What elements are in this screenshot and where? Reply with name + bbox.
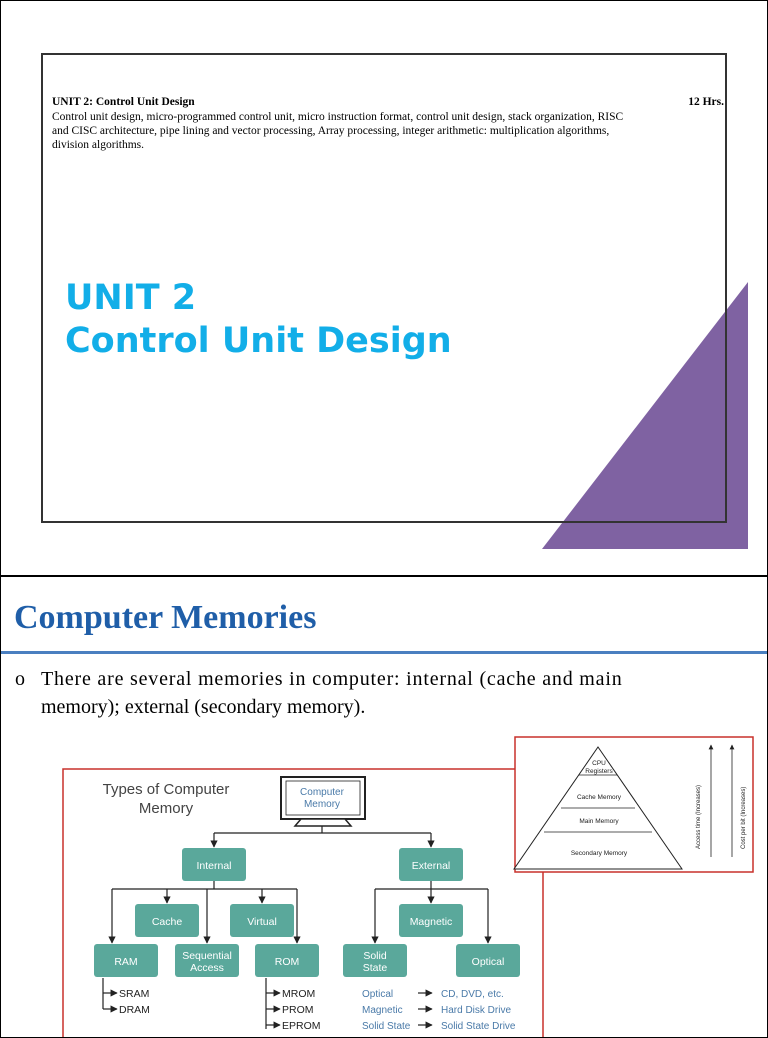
memory-hierarchy-pyramid: CPU Registers Cache Memory Main Memory S… xyxy=(513,736,754,873)
syllabus-heading-text: UNIT 2: Control Unit Design xyxy=(52,96,195,108)
syllabus-body: Control unit design, micro-programmed co… xyxy=(52,110,724,152)
node-cache-label: Cache xyxy=(152,916,183,928)
example-type: Magnetic xyxy=(362,1005,403,1016)
node-virtual xyxy=(230,904,294,937)
node-sequential-access xyxy=(175,944,239,977)
rom-child: PROM xyxy=(282,1004,314,1016)
access-time-label: Access time (Increases) xyxy=(696,785,702,849)
node-solid-label-line2: State xyxy=(363,962,388,974)
node-optical-label: Optical xyxy=(472,956,505,968)
bullet-text: There are several memories in computer: … xyxy=(41,665,741,721)
bullet-line: There are several memories in computer: … xyxy=(41,668,623,690)
slide-computer-memories: Computer Memories o There are several me… xyxy=(0,576,768,1038)
title-underline xyxy=(1,651,767,654)
pyramid-level-cache: Cache Memory xyxy=(577,794,622,801)
rom-child: EPROM xyxy=(282,1020,321,1032)
tree-connectors xyxy=(102,826,492,1029)
bullet-line: memory); external (secondary memory). xyxy=(41,696,366,718)
node-internal xyxy=(182,848,246,881)
node-magnetic-label: Magnetic xyxy=(410,916,453,928)
pyramid-level-secondary: Secondary Memory xyxy=(571,850,628,857)
unit-title-line1: UNIT 2 xyxy=(65,278,197,318)
node-rom xyxy=(255,944,319,977)
node-ram xyxy=(94,944,158,977)
pyramid-level-registers: Registers xyxy=(585,768,613,775)
example-device: CD, DVD, etc. xyxy=(441,989,504,1000)
slide-title: Computer Memories xyxy=(14,599,317,636)
diagram-heading-line1: Types of Computer xyxy=(103,781,230,798)
purple-triangle-decoration xyxy=(542,282,748,549)
example-device: Solid State Drive xyxy=(441,1021,516,1032)
root-node-line1: Computer xyxy=(300,787,345,798)
cost-per-bit-label: Cost per bit (Increases) xyxy=(741,787,747,849)
node-optical xyxy=(456,944,520,977)
root-node-line2: Memory xyxy=(304,799,340,810)
node-virtual-label: Virtual xyxy=(247,916,277,928)
pyramid-level-main: Main Memory xyxy=(579,818,619,825)
syllabus-heading: UNIT 2: Control Unit Design 12 Hrs. xyxy=(52,96,724,108)
ram-child: DRAM xyxy=(119,1004,150,1016)
syllabus-line: division algorithms. xyxy=(52,139,144,151)
rom-child: MROM xyxy=(282,988,315,1000)
syllabus-line: Control unit design, micro-programmed co… xyxy=(52,111,624,123)
diagram-heading-line2: Memory xyxy=(139,800,194,817)
node-ram-label: RAM xyxy=(114,956,137,968)
node-magnetic xyxy=(399,904,463,937)
syllabus-line: and CISC architecture, pipe lining and v… xyxy=(52,125,610,137)
node-rom-label: ROM xyxy=(275,956,300,968)
node-sequential-label-line1: Sequential xyxy=(182,950,232,962)
node-solid-state xyxy=(343,944,407,977)
slide-unit-title: UNIT 2: Control Unit Design 12 Hrs. Cont… xyxy=(0,0,768,576)
bullet-marker: o xyxy=(15,668,25,690)
monitor-icon xyxy=(280,776,366,827)
node-sequential-label-line2: Access xyxy=(190,962,224,974)
pyramid-level-cpu: CPU xyxy=(592,760,606,767)
node-internal-label: Internal xyxy=(196,860,231,872)
example-type: Optical xyxy=(362,989,393,1000)
unit-title-line2: Control Unit Design xyxy=(65,321,452,361)
node-cache xyxy=(135,904,199,937)
node-solid-label-line1: Solid xyxy=(363,950,387,962)
node-external-label: External xyxy=(412,860,451,872)
unit-title: UNIT 2 Control Unit Design xyxy=(65,277,452,363)
ram-child: SRAM xyxy=(119,988,149,1000)
example-type: Solid State xyxy=(362,1021,411,1032)
memory-types-diagram: Types of Computer Memory Computer Memory xyxy=(62,736,754,1037)
example-device: Hard Disk Drive xyxy=(441,1005,511,1016)
syllabus-frame xyxy=(41,53,727,523)
syllabus-hours: 12 Hrs. xyxy=(688,96,724,108)
node-external xyxy=(399,848,463,881)
